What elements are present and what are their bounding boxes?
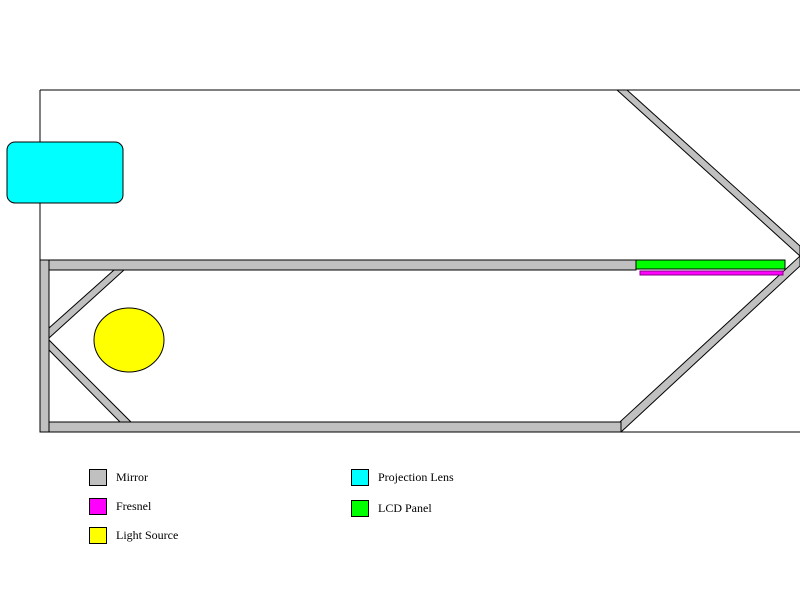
legend-fresnel: Fresnel xyxy=(89,496,151,516)
projection-lens xyxy=(6,141,124,204)
legend-fresnel-label: Fresnel xyxy=(116,498,152,513)
legend-lcd-panel-label: LCD Panel xyxy=(378,500,432,515)
legend-projection-lens: Projection Lens xyxy=(351,467,454,487)
legend-projection-lens-label: Projection Lens xyxy=(378,469,454,484)
legend-light-source: Light Source xyxy=(89,525,178,545)
mirror-left-vertical xyxy=(39,259,50,433)
mirror-reflector-lower xyxy=(48,338,133,423)
mirror-bottom-horizontal xyxy=(48,421,622,433)
legend-fresnel-swatch xyxy=(89,497,107,515)
fresnel-lens xyxy=(639,270,784,276)
legend-mirror-label: Mirror xyxy=(116,469,148,484)
legend-lcd-panel: LCD Panel xyxy=(351,498,432,518)
mirror-reflector-upper xyxy=(48,269,126,340)
lcd-panel xyxy=(635,259,786,270)
light-source xyxy=(93,307,165,373)
legend-mirror: Mirror xyxy=(89,467,148,487)
mirror-middle-horizontal xyxy=(48,259,637,271)
legend-mirror-swatch xyxy=(89,468,107,486)
legend-lcd-panel-swatch xyxy=(351,499,369,517)
legend-projection-lens-swatch xyxy=(351,468,369,486)
legend-light-source-label: Light Source xyxy=(116,527,179,542)
legend-light-source-swatch xyxy=(89,526,107,544)
mirror-lower-diagonal xyxy=(607,255,800,433)
mirror-upper-diagonal xyxy=(615,89,800,257)
